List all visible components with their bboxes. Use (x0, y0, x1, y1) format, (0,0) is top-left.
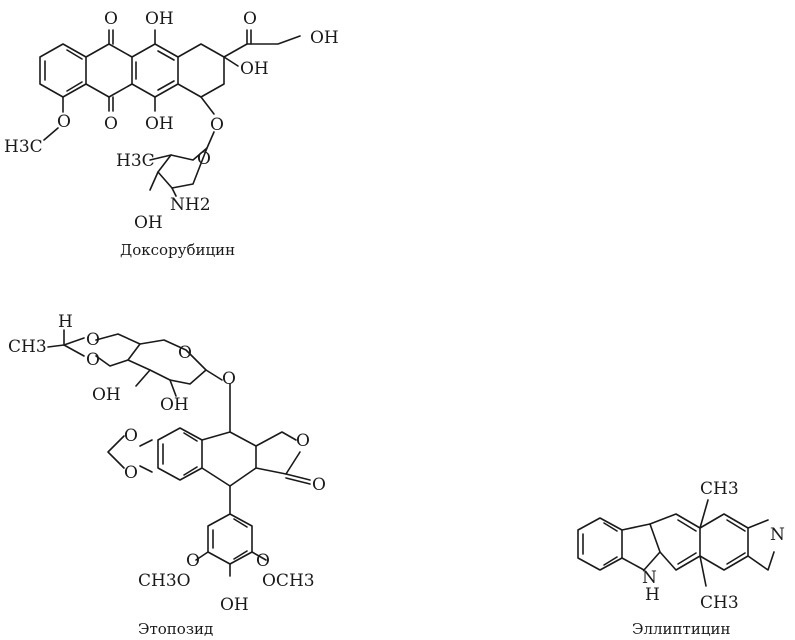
atom-label: OCH3 (262, 571, 315, 591)
atom-label: OH (240, 59, 269, 79)
atom-label: O (256, 551, 270, 571)
etoposide-bonds (47, 329, 311, 577)
atom-label: O (104, 9, 118, 29)
atom-label: O (197, 149, 211, 169)
atom-label: NH2 (170, 195, 211, 215)
atom-label: OH (160, 395, 189, 415)
ellipticine-caption: Эллиптицин (632, 620, 730, 638)
etoposide-caption: Этопозид (138, 620, 213, 638)
atom-label: O (86, 330, 100, 350)
ellipticine-bonds (577, 499, 775, 587)
atom-label: OH (220, 595, 249, 615)
atom-label: O (178, 343, 192, 363)
atom-label: O (296, 431, 310, 451)
ellipticine-structure: CH3 N N H CH3 Эллиптицин (577, 479, 785, 638)
atom-label: H (645, 585, 660, 605)
atom-label: OH (145, 114, 174, 134)
atom-label: CH3 (700, 479, 739, 499)
atom-label: CH3 (8, 337, 47, 357)
atom-label: O (86, 350, 100, 370)
atom-label: OH (310, 28, 339, 48)
atom-label: CH3 (700, 593, 739, 613)
atom-label: H3C (116, 151, 155, 171)
atom-label: H (58, 312, 73, 332)
atom-label: O (124, 463, 138, 483)
atom-label: OH (92, 385, 121, 405)
atom-label: OH (145, 9, 174, 29)
atom-label: CH3O (138, 571, 191, 591)
atom-label: O (243, 9, 257, 29)
atom-label: O (57, 112, 71, 132)
doxorubicin-structure: O OH O OH OH O OH H3C O O H3C O NH2 OH Д… (4, 9, 339, 259)
atom-label: N (770, 525, 785, 545)
atom-label: N (642, 568, 657, 588)
atom-label: O (104, 114, 118, 134)
atom-label: O (210, 115, 224, 135)
atom-label: H3C (4, 137, 43, 157)
atom-label: OH (134, 213, 163, 233)
atom-label: O (312, 475, 326, 495)
atom-label: O (222, 369, 236, 389)
doxorubicin-bonds (39, 29, 301, 197)
doxorubicin-caption: Доксорубицин (120, 241, 235, 259)
etoposide-structure: H CH3 O O O O OH OH O O O O O O CH3O OCH… (8, 312, 326, 638)
atom-label: O (186, 551, 200, 571)
atom-label: O (124, 426, 138, 446)
